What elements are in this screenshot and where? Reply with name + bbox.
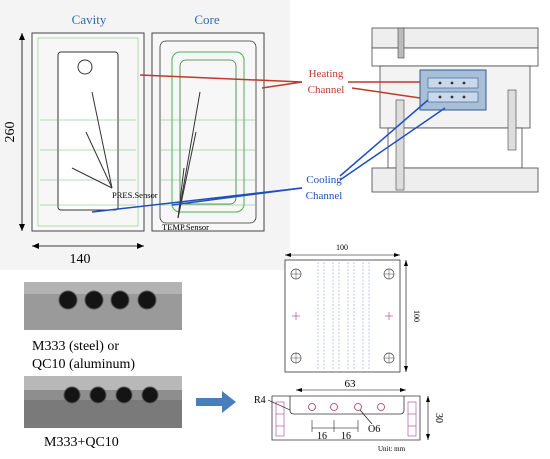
dim-width-label: 140 (70, 252, 91, 267)
top-view-drawing: 100 100 (284, 243, 421, 373)
cooling-label-line2: Channel (306, 190, 343, 202)
unit-label: Unit: mm (378, 445, 406, 453)
mold-assembly-view (371, 27, 539, 193)
radius-label: R4 (254, 395, 266, 406)
dim-top-width-label: 100 (336, 243, 348, 252)
sample-caption-2: M333+QC10 (44, 435, 119, 450)
dim-height-label: 260 (3, 122, 18, 143)
sample-caption-1b: QC10 (aluminum) (32, 357, 135, 372)
pres-sensor-label: PRES.Sensor (112, 190, 158, 200)
mold-insert (419, 69, 487, 111)
sample-photo-2 (24, 376, 182, 428)
mold-plates-panel: Cavity Core 260 140 PRES.Sensor TEMP.Sen… (0, 0, 290, 270)
dim-section-length-label: 63 (345, 378, 357, 390)
dim-side-height-label: 100 (412, 310, 421, 322)
pitch-b-label: 16 (341, 431, 351, 442)
pitch-a-label: 16 (317, 431, 327, 442)
section-view-drawing: 63 R4 30 16 16 O6 Unit: m (254, 378, 444, 453)
heating-channel-callout: Heating Channel (139, 68, 421, 99)
cooling-label-line1: Cooling (306, 174, 342, 186)
sample-caption-1a: M333 (steel) or (32, 339, 119, 354)
cavity-label: Cavity (72, 12, 107, 27)
heating-label-line2: Channel (308, 84, 345, 96)
hole-diameter-label: O6 (368, 424, 380, 435)
heating-label-line1: Heating (309, 68, 344, 80)
cooling-channel-callout: Cooling Channel (91, 99, 446, 213)
temp-sensor-label: TEMP.Sensor (162, 222, 209, 232)
dim-thickness-label: 30 (433, 413, 444, 423)
core-plate (151, 32, 265, 232)
core-label: Core (194, 12, 220, 27)
sample-photo-1 (24, 282, 182, 330)
arrow-right-icon (196, 391, 236, 413)
